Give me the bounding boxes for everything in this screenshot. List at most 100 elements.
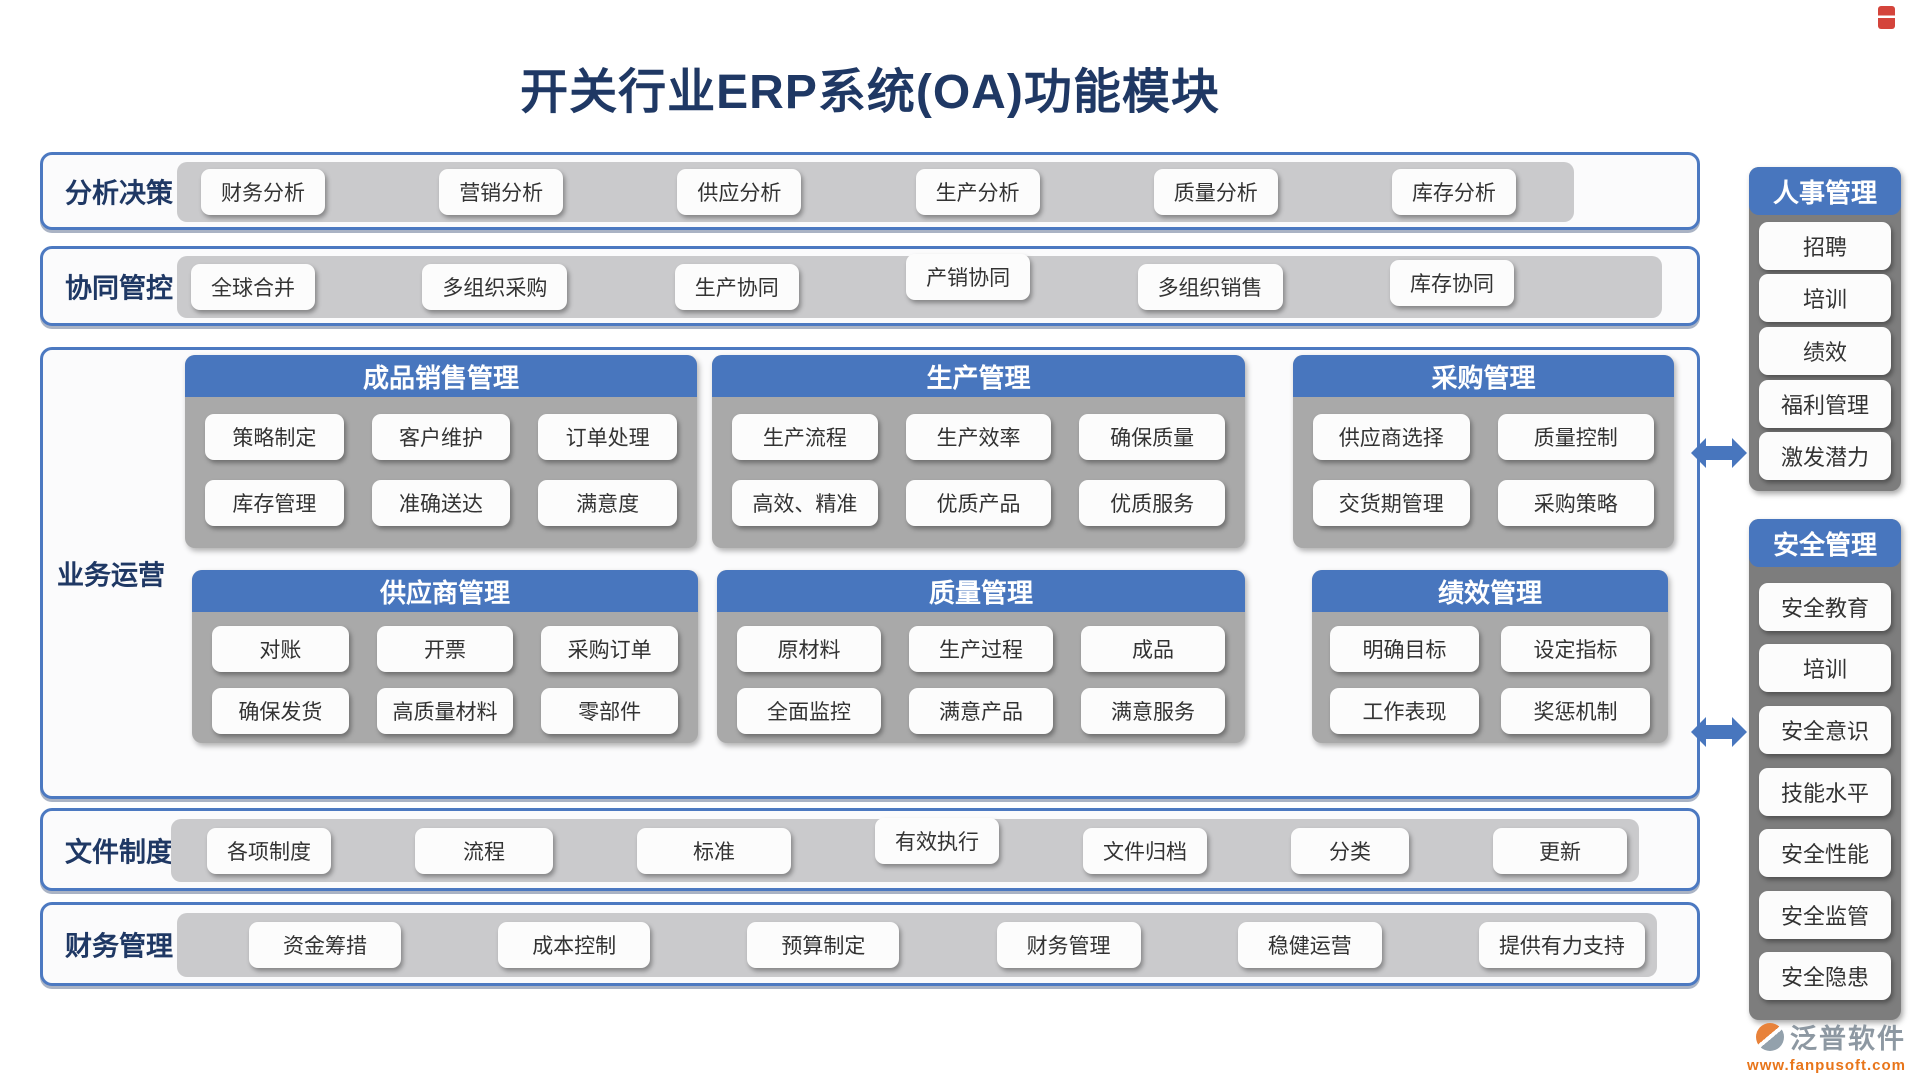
- module-chip[interactable]: 各项制度: [207, 827, 331, 874]
- module-chip[interactable]: 生产流程: [732, 414, 878, 460]
- card-body: 供应商选择 质量控制 交货期管理 采购策略: [1293, 397, 1674, 543]
- module-chip[interactable]: 高效、精准: [732, 480, 878, 526]
- module-chip[interactable]: 多组织采购: [422, 264, 568, 310]
- card-title: 质量管理: [717, 570, 1245, 612]
- fanpu-logo-icon: [1756, 1022, 1784, 1051]
- module-chip[interactable]: 库存协同: [1389, 260, 1514, 306]
- module-chip[interactable]: 设定指标: [1501, 626, 1650, 672]
- module-chip[interactable]: 成品: [1081, 626, 1225, 672]
- module-chip[interactable]: 营销分析: [439, 169, 564, 215]
- module-chip[interactable]: 福利管理: [1759, 379, 1891, 428]
- module-chip[interactable]: 满意服务: [1081, 688, 1225, 734]
- brand-url-link[interactable]: www.fanpusoft.com: [1747, 1057, 1906, 1074]
- analysis-row-label: 分析决策: [65, 178, 173, 209]
- module-chip[interactable]: 明确目标: [1330, 626, 1479, 672]
- card-body: 明确目标 设定指标 工作表现 奖惩机制: [1312, 612, 1668, 748]
- collaboration-row: 协同管控 全球合并 多组织采购 生产协同 产销协同 多组织销售 库存协同: [40, 246, 1700, 326]
- module-chip[interactable]: 策略制定: [205, 414, 344, 460]
- module-chip[interactable]: 交货期管理: [1313, 480, 1470, 526]
- module-chip[interactable]: 采购订单: [541, 626, 678, 672]
- module-chip[interactable]: 安全教育: [1759, 582, 1891, 631]
- analysis-row: 分析决策 财务分析 营销分析 供应分析 生产分析 质量分析 库存分析: [40, 152, 1700, 230]
- module-chip[interactable]: 采购策略: [1497, 480, 1654, 526]
- card-quality: 质量管理 原材料 生产过程 成品 全面监控 满意产品 满意服务: [717, 570, 1245, 743]
- module-chip[interactable]: 流程: [415, 827, 553, 874]
- module-chip[interactable]: 安全监管: [1759, 890, 1891, 939]
- module-chip[interactable]: 财务分析: [201, 169, 325, 215]
- module-chip[interactable]: 质量分析: [1153, 169, 1278, 215]
- card-production: 生产管理 生产流程 生产效率 确保质量 高效、精准 优质产品 优质服务: [712, 355, 1245, 548]
- page-title: 开关行业ERP系统(OA)功能模块: [520, 66, 1220, 119]
- module-chip[interactable]: 产销协同: [906, 254, 1031, 300]
- module-chip[interactable]: 确保发货: [212, 688, 349, 734]
- module-chip[interactable]: 全面监控: [737, 688, 881, 734]
- module-chip[interactable]: 安全性能: [1759, 829, 1891, 878]
- card-supplier: 供应商管理 对账 开票 采购订单 确保发货 高质量材料 零部件: [192, 570, 698, 743]
- module-chip[interactable]: 安全意识: [1759, 705, 1891, 754]
- finance-row: 财务管理 资金筹措 成本控制 预算制定 财务管理 稳健运营 提供有力支持: [40, 902, 1700, 986]
- analysis-strip: 财务分析 营销分析 供应分析 生产分析 质量分析 库存分析: [177, 162, 1574, 222]
- hr-panel-title: 人事管理: [1749, 167, 1901, 215]
- left-right-arrow-icon: [1691, 438, 1747, 468]
- card-body: 生产流程 生产效率 确保质量 高效、精准 优质产品 优质服务: [712, 397, 1245, 543]
- module-chip[interactable]: 有效执行: [875, 817, 999, 864]
- module-chip[interactable]: 订单处理: [538, 414, 677, 460]
- module-chip[interactable]: 标准: [637, 827, 791, 874]
- module-chip[interactable]: 客户维护: [371, 414, 511, 460]
- module-chip[interactable]: 财务管理: [996, 922, 1141, 968]
- module-chip[interactable]: 确保质量: [1079, 414, 1225, 460]
- module-chip[interactable]: 高质量材料: [376, 688, 514, 734]
- module-chip[interactable]: 激发潜力: [1759, 432, 1891, 481]
- card-body: 原材料 生产过程 成品 全面监控 满意产品 满意服务: [717, 612, 1245, 748]
- module-chip[interactable]: 资金筹措: [249, 922, 401, 968]
- hr-panel-items: 招聘 培训 绩效 福利管理 激发潜力: [1749, 215, 1901, 491]
- module-chip[interactable]: 稳健运营: [1237, 922, 1382, 968]
- module-chip[interactable]: 招聘: [1759, 221, 1891, 270]
- module-chip[interactable]: 满意产品: [909, 688, 1053, 734]
- module-chip[interactable]: 生产协同: [674, 264, 799, 310]
- module-chip[interactable]: 供应分析: [677, 169, 802, 215]
- module-chip[interactable]: 预算制定: [747, 922, 900, 968]
- card-title: 采购管理: [1293, 355, 1674, 397]
- card-body: 策略制定 客户维护 订单处理 库存管理 准确送达 满意度: [185, 397, 697, 543]
- operations-section: 业务运营 成品销售管理 策略制定 客户维护 订单处理 库存管理 准确送达 满意度…: [40, 347, 1700, 799]
- module-chip[interactable]: 提供有力支持: [1478, 922, 1645, 968]
- module-chip[interactable]: 生产效率: [905, 414, 1052, 460]
- module-chip[interactable]: 零部件: [541, 688, 678, 734]
- module-chip[interactable]: 技能水平: [1759, 767, 1891, 816]
- module-chip[interactable]: 更新: [1493, 827, 1627, 874]
- module-chip[interactable]: 奖惩机制: [1501, 688, 1650, 734]
- module-chip[interactable]: 满意度: [538, 480, 677, 526]
- module-chip[interactable]: 准确送达: [371, 480, 511, 526]
- module-chip[interactable]: 文件归档: [1083, 827, 1207, 874]
- module-chip[interactable]: 开票: [376, 626, 514, 672]
- module-chip[interactable]: 原材料: [737, 626, 881, 672]
- module-chip[interactable]: 库存分析: [1391, 169, 1516, 215]
- footer-brand: 泛普软件 www.fanpusoft.com: [1747, 1017, 1906, 1074]
- module-chip[interactable]: 培训: [1759, 644, 1891, 693]
- module-chip[interactable]: 质量控制: [1497, 414, 1654, 460]
- finance-row-label: 财务管理: [65, 931, 173, 962]
- module-chip[interactable]: 成本控制: [498, 922, 651, 968]
- module-chip[interactable]: 对账: [212, 626, 349, 672]
- module-chip[interactable]: 生产过程: [909, 626, 1053, 672]
- card-body: 对账 开票 采购订单 确保发货 高质量材料 零部件: [192, 612, 698, 748]
- module-chip[interactable]: 生产分析: [915, 169, 1040, 215]
- card-procurement: 采购管理 供应商选择 质量控制 交货期管理 采购策略: [1293, 355, 1674, 548]
- finance-strip: 资金筹措 成本控制 预算制定 财务管理 稳健运营 提供有力支持: [177, 913, 1657, 977]
- module-chip[interactable]: 工作表现: [1330, 688, 1479, 734]
- card-finished-goods-sales: 成品销售管理 策略制定 客户维护 订单处理 库存管理 准确送达 满意度: [185, 355, 697, 548]
- module-chip[interactable]: 库存管理: [205, 480, 344, 526]
- module-chip[interactable]: 优质产品: [905, 480, 1052, 526]
- module-chip[interactable]: 培训: [1759, 274, 1891, 323]
- module-chip[interactable]: 供应商选择: [1313, 414, 1470, 460]
- module-chip[interactable]: 绩效: [1759, 326, 1891, 375]
- module-chip[interactable]: 全球合并: [191, 264, 315, 310]
- left-right-arrow-icon: [1691, 717, 1747, 747]
- module-chip[interactable]: 优质服务: [1079, 480, 1225, 526]
- collaboration-row-label: 协同管控: [65, 273, 173, 304]
- module-chip[interactable]: 分类: [1291, 827, 1409, 874]
- module-chip[interactable]: 安全隐患: [1759, 952, 1891, 1001]
- module-chip[interactable]: 多组织销售: [1137, 264, 1283, 310]
- collaboration-strip: 全球合并 多组织采购 生产协同 产销协同 多组织销售 库存协同: [177, 254, 1662, 318]
